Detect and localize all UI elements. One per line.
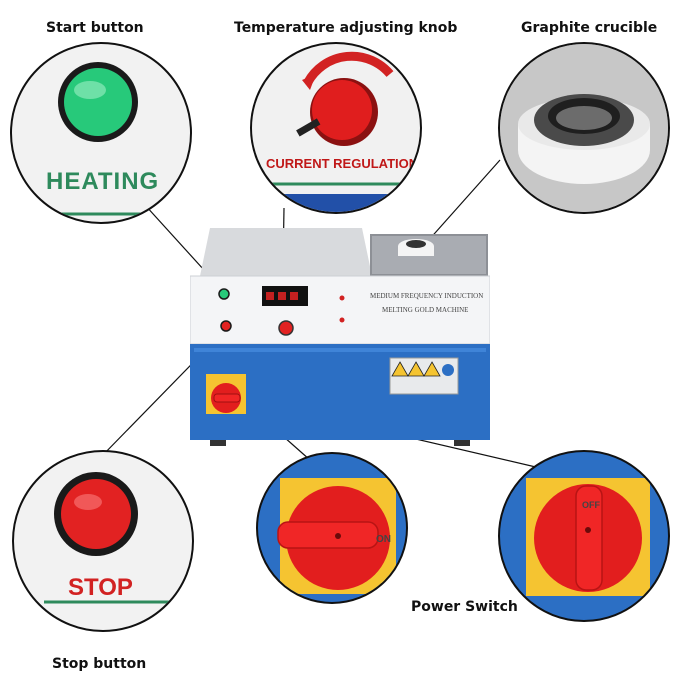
start-button-lens	[64, 68, 132, 136]
power-switch-caption: Power Switch	[411, 599, 518, 615]
stop-label: STOP	[68, 574, 133, 601]
start-button-detail: HEATING	[10, 42, 192, 224]
temperature-knob-caption: Temperature adjusting knob	[234, 20, 458, 36]
stop-button-caption: Stop button	[52, 656, 147, 672]
power-switch-on-detail: ON	[256, 452, 408, 604]
stop-button-detail: STOP	[12, 450, 194, 632]
temperature-knob-small	[278, 320, 294, 336]
power-switch-off-detail: OFF	[498, 450, 670, 622]
stop-button-small	[220, 320, 232, 332]
temperature-knob-detail: CURRENT REGULATION	[250, 42, 422, 214]
leader-crucible	[426, 159, 501, 243]
melting-machine: MEDIUM FREQUENCY INDUCTION MELTING GOLD …	[189, 228, 491, 446]
current-regulation-label: CURRENT REGULATION	[266, 156, 419, 171]
stop-button-lens	[61, 479, 131, 549]
switch-on-label: ON	[376, 534, 391, 545]
start-button-small	[218, 288, 230, 300]
regulation-arc	[304, 51, 394, 85]
panel-title-line1: MEDIUM FREQUENCY INDUCTION	[370, 292, 484, 300]
temperature-knob	[312, 80, 372, 140]
front-panel	[189, 275, 491, 345]
panel-title-line2: MELTING GOLD MACHINE	[382, 306, 469, 314]
heating-label: HEATING	[46, 168, 160, 195]
power-switch-handle	[575, 485, 603, 591]
start-button-caption: Start button	[46, 20, 144, 36]
graphite-crucible-detail	[498, 42, 670, 214]
switch-off-label: OFF	[582, 500, 600, 510]
graphite-crucible-caption: Graphite crucible	[521, 20, 658, 36]
machine-top-left	[200, 228, 372, 276]
power-switch-handle	[277, 521, 379, 549]
